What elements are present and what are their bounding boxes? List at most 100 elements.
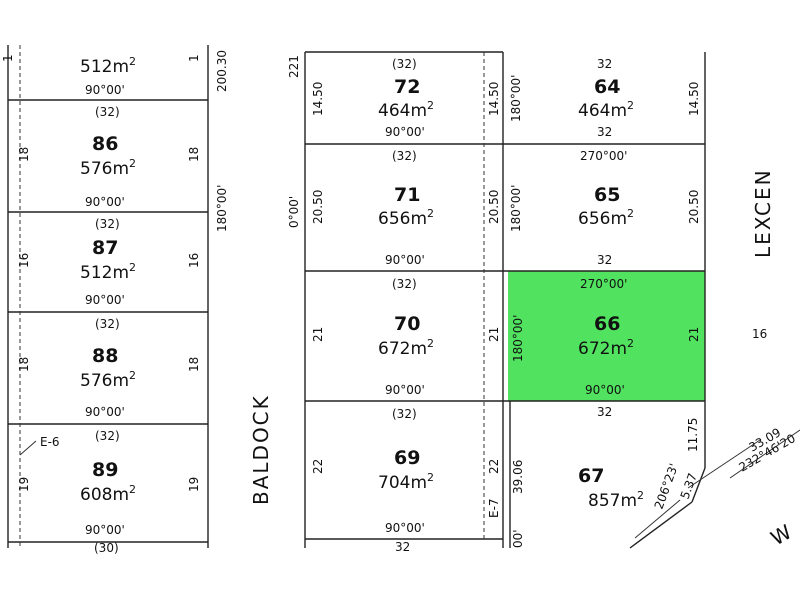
- svg-text:(32): (32): [392, 407, 417, 421]
- svg-text:22: 22: [487, 459, 501, 474]
- lot-72: (32) 72 464m2 90°00' 14.50 14.50: [311, 57, 501, 139]
- svg-text:608m2: 608m2: [80, 483, 136, 505]
- svg-text:32: 32: [597, 57, 612, 71]
- svg-text:20.50: 20.50: [311, 190, 325, 224]
- svg-text:19: 19: [187, 477, 201, 492]
- svg-text:512m2: 512m2: [80, 261, 136, 283]
- dist-5-37: 5.37: [678, 471, 700, 501]
- svg-text:180°00': 180°00': [509, 75, 523, 122]
- svg-text:270°00': 270°00': [580, 149, 627, 163]
- svg-text:(32): (32): [392, 57, 417, 71]
- street-baldock: BALDOCK: [249, 394, 273, 505]
- svg-text:90°00': 90°00': [385, 383, 425, 397]
- svg-text:69: 69: [394, 447, 420, 469]
- svg-text:464m2: 464m2: [378, 99, 434, 121]
- lot-87: (32) 87 512m2 90°00' 16 16: [17, 217, 201, 307]
- svg-text:(32): (32): [95, 105, 120, 119]
- svg-text:20.50: 20.50: [687, 190, 701, 224]
- dim-221: 221: [287, 55, 301, 78]
- svg-text:90°00': 90°00': [385, 125, 425, 139]
- svg-text:(32): (32): [392, 149, 417, 163]
- svg-text:20.50: 20.50: [487, 190, 501, 224]
- svg-text:464m2: 464m2: [578, 99, 634, 121]
- svg-text:89: 89: [92, 459, 118, 481]
- svg-text:88: 88: [92, 345, 118, 367]
- svg-text:22: 22: [311, 459, 325, 474]
- svg-text:857m2: 857m2: [588, 489, 644, 511]
- svg-text:(32): (32): [95, 317, 120, 331]
- svg-text:(32): (32): [95, 429, 120, 443]
- svg-text:90°00': 90°00': [85, 405, 125, 419]
- svg-text:18: 18: [17, 147, 31, 162]
- svg-text:672m2: 672m2: [578, 337, 634, 359]
- svg-text:672m2: 672m2: [378, 337, 434, 359]
- bearing-0: 0°00': [287, 196, 301, 228]
- svg-text:32: 32: [597, 253, 612, 267]
- svg-text:1: 1: [187, 54, 201, 62]
- svg-text:656m2: 656m2: [578, 207, 634, 229]
- svg-text:1: 1: [1, 54, 15, 62]
- svg-text:90°00': 90°00': [85, 195, 125, 209]
- svg-text:64: 64: [594, 76, 620, 98]
- svg-text:14.50: 14.50: [487, 82, 501, 116]
- lot-66-highlight: [508, 271, 705, 401]
- svg-text:14.50: 14.50: [311, 82, 325, 116]
- street-partial-w: W: [767, 519, 798, 551]
- svg-text:18: 18: [187, 357, 201, 372]
- lot-86: (32) 86 576m2 90°00' 18 18: [17, 105, 201, 209]
- bearing-206: 206°23': [652, 462, 681, 511]
- svg-text:576m2: 576m2: [80, 369, 136, 391]
- svg-text:656m2: 656m2: [378, 207, 434, 229]
- svg-text:72: 72: [394, 76, 420, 98]
- lot-top-left: 512m2 90°00' 1 1: [1, 54, 201, 97]
- dim-200-30: 200.30: [215, 50, 229, 92]
- svg-text:86: 86: [92, 133, 118, 155]
- svg-text:180°00': 180°00': [511, 315, 525, 362]
- lot-65: 270°00' 65 656m2 32 180°00' 20.50: [509, 149, 701, 267]
- lot-70: (32) 70 672m2 90°00' 21 21: [311, 277, 501, 397]
- svg-text:90°00': 90°00': [385, 253, 425, 267]
- svg-text:70: 70: [394, 313, 420, 335]
- svg-text:16: 16: [187, 253, 201, 268]
- svg-text:11.75: 11.75: [686, 418, 700, 452]
- svg-text:21: 21: [311, 327, 325, 342]
- svg-text:16: 16: [17, 253, 31, 268]
- lot-66[interactable]: 270°00' 66 672m2 90°00' 180°00' 21: [511, 277, 701, 397]
- svg-text:18: 18: [17, 357, 31, 372]
- svg-text:87: 87: [92, 237, 118, 259]
- svg-text:180°00': 180°00': [509, 185, 523, 232]
- svg-text:576m2: 576m2: [80, 157, 136, 179]
- svg-text:00': 00': [511, 529, 525, 548]
- bottom-30: (30): [94, 541, 119, 555]
- svg-text:67: 67: [578, 465, 604, 487]
- svg-text:21: 21: [687, 327, 701, 342]
- svg-text:90°00': 90°00': [385, 521, 425, 535]
- easement-e7: E-7: [487, 498, 501, 518]
- lot-67: 32 67 857m2 39.06 11.75 00': [511, 405, 700, 548]
- lot-88: (32) 88 576m2 90°00' 18 18: [17, 317, 201, 419]
- svg-text:704m2: 704m2: [378, 471, 434, 493]
- lot-64: 32 64 464m2 32 180°00' 14.50: [509, 57, 701, 139]
- svg-text:18: 18: [187, 147, 201, 162]
- svg-text:65: 65: [594, 184, 620, 206]
- svg-text:14.50: 14.50: [687, 82, 701, 116]
- street-lexcen: LEXCEN: [751, 168, 775, 258]
- svg-text:512m2: 512m2: [80, 55, 136, 77]
- svg-text:(32): (32): [95, 217, 120, 231]
- svg-text:(32): (32): [392, 277, 417, 291]
- svg-text:21: 21: [487, 327, 501, 342]
- lot-69: (32) 69 704m2 90°00' 22 22 E-7: [311, 407, 501, 535]
- lot-71: (32) 71 656m2 90°00' 20.50 20.50: [311, 149, 501, 267]
- easement-e6: E-6: [40, 435, 60, 449]
- svg-text:32: 32: [597, 405, 612, 419]
- label-16: 16: [752, 327, 767, 341]
- lot-89: (32) 89 608m2 90°00' 19 19 E-6: [17, 429, 201, 537]
- svg-text:71: 71: [394, 184, 420, 206]
- svg-text:19: 19: [17, 477, 31, 492]
- svg-text:39.06: 39.06: [511, 460, 525, 494]
- svg-text:66: 66: [594, 313, 620, 335]
- svg-text:270°00': 270°00': [580, 277, 627, 291]
